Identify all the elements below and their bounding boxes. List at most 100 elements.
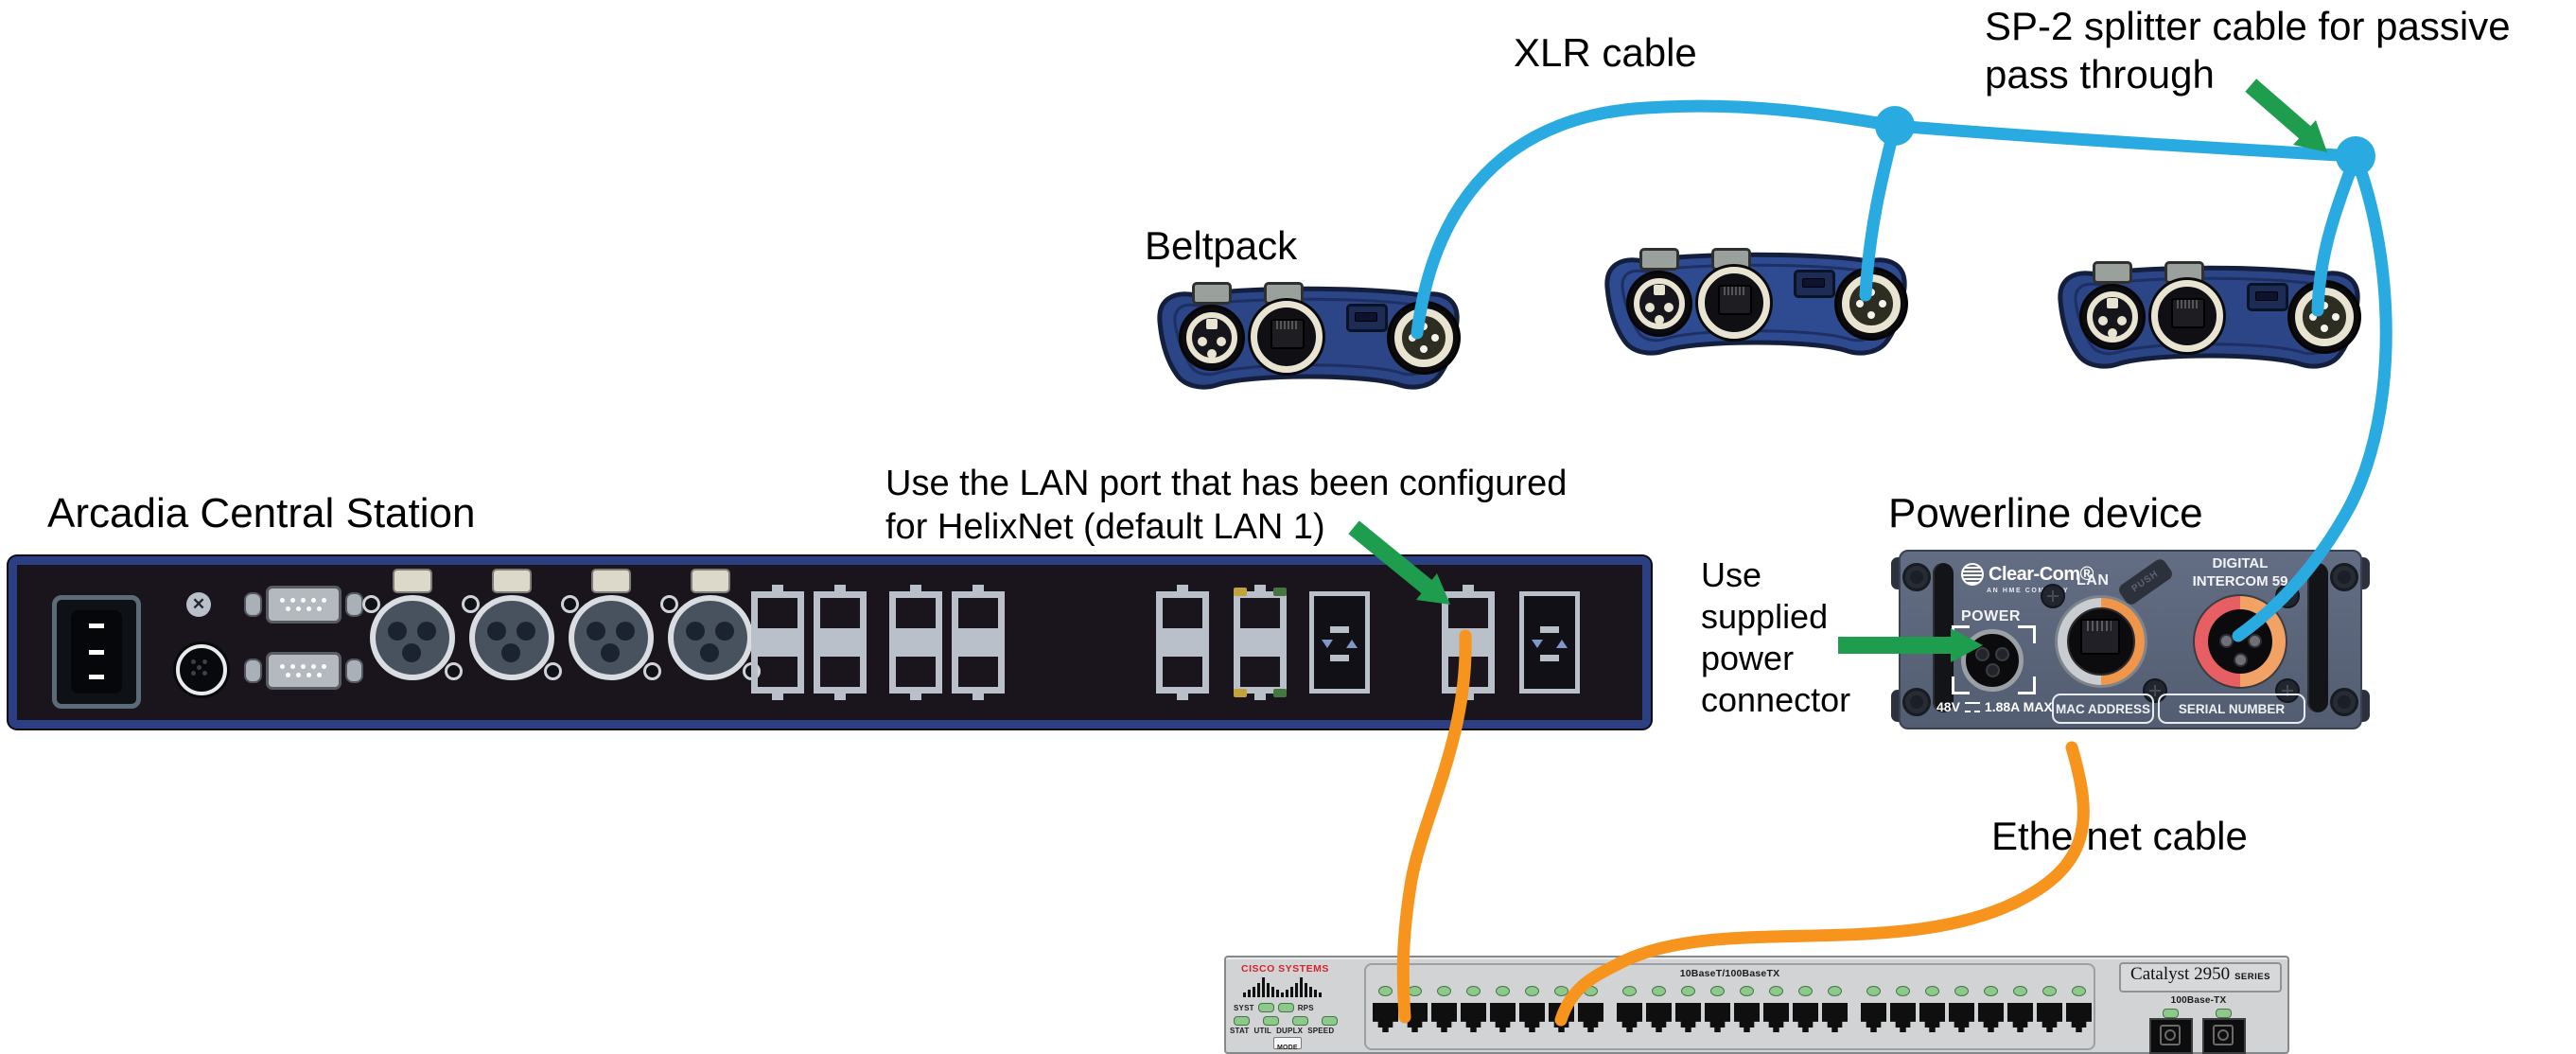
latch-tab xyxy=(2093,261,2132,284)
port-led xyxy=(1622,986,1637,996)
blue-cable-trunk xyxy=(1888,119,2362,163)
rj45-port-column xyxy=(814,591,867,694)
serial-port-db9 xyxy=(244,652,363,690)
port-led xyxy=(1769,986,1783,996)
ethernet-switch: CISCO SYSTEMS SYST RPS STAT UTIL DUPLX S xyxy=(1224,956,2289,1054)
rj45-port xyxy=(1645,986,1673,1032)
rj45-port xyxy=(1616,986,1643,1032)
port-led xyxy=(1496,986,1510,996)
beltpack-1 xyxy=(1150,282,1466,397)
serial-number-box: SERIAL NUMBER xyxy=(2158,694,2305,724)
rj45-port xyxy=(2006,986,2034,1032)
arrow-sp2-head xyxy=(2293,120,2327,152)
clearcom-company: AN HME COMPANY xyxy=(1987,588,2070,594)
sp2-splitter-label: SP-2 splitter cable for passive pass thr… xyxy=(1985,4,2522,97)
serial-port-db9 xyxy=(244,586,363,624)
rj45-port xyxy=(1577,986,1604,1032)
iec-power-inlet xyxy=(52,595,141,709)
port-led xyxy=(1408,986,1422,996)
rj45-port xyxy=(1792,986,1819,1032)
rj45-port-column xyxy=(889,591,942,694)
rps-led xyxy=(1277,1003,1294,1012)
uplink-led xyxy=(2163,1009,2179,1018)
lan-port-helixnet xyxy=(1442,591,1495,694)
port-led xyxy=(1954,986,1969,996)
rj45-port xyxy=(1704,986,1731,1032)
rj45-port-column xyxy=(751,591,804,694)
port-led xyxy=(1652,986,1666,996)
port-led xyxy=(1984,986,1998,996)
port-led xyxy=(1740,986,1754,996)
port-led xyxy=(1554,986,1568,996)
port-led xyxy=(1710,986,1725,996)
clearcom-logo: Clear-Com® xyxy=(1961,563,2094,586)
rj45-port xyxy=(1889,986,1917,1032)
beltpack-3 xyxy=(2051,261,2367,377)
port-group-2 xyxy=(1616,986,1849,1032)
cable-junction-dot xyxy=(1875,106,1915,146)
util-label: UTIL xyxy=(1253,1027,1272,1035)
port-led xyxy=(1896,986,1910,996)
clearcom-logo-icon xyxy=(1961,563,1984,586)
speed-label: SPEED xyxy=(1307,1027,1335,1035)
power-connector xyxy=(1961,629,2024,692)
port-led xyxy=(1437,986,1451,996)
beltpack-xlr-female-port xyxy=(2079,284,2146,350)
dc-symbol xyxy=(1964,701,1980,712)
cisco-logo-text: CISCO SYSTEMS xyxy=(1241,963,1329,975)
sfp-port xyxy=(1519,591,1580,694)
rps-label: RPS xyxy=(1297,1003,1314,1012)
rj45-port xyxy=(2065,986,2093,1032)
port-led xyxy=(1828,986,1842,996)
rj45-port xyxy=(1460,986,1487,1032)
mac-address-box: MAC ADDRESS xyxy=(2052,694,2154,724)
port-group-1 xyxy=(1372,986,1604,1032)
sfp-port xyxy=(1309,591,1370,694)
xlr-cable-label: XLR cable xyxy=(1514,30,1697,75)
beltpack-ethercon-port xyxy=(1698,267,1770,339)
rj45-port xyxy=(1430,986,1458,1032)
beltpack-ethercon-port xyxy=(1251,301,1323,373)
digital-intercom-xlr-connector xyxy=(2193,594,2287,689)
port-led xyxy=(2072,986,2086,996)
port-led xyxy=(2042,986,2057,996)
model-name: Catalyst 2950 xyxy=(2130,964,2231,984)
beltpack-usb-port xyxy=(1794,270,1835,298)
beltpack-xlr-female-port xyxy=(1179,305,1245,371)
din-connector xyxy=(176,644,227,695)
green-led xyxy=(1273,588,1287,596)
rj45-port xyxy=(1762,986,1790,1032)
catalyst-model-box: Catalyst 2950 SERIES xyxy=(2119,962,2282,993)
rj45-port xyxy=(1401,986,1428,1032)
beltpack-xlr-female-port xyxy=(1626,271,1692,337)
rj45-port xyxy=(1372,986,1399,1032)
rj45-port xyxy=(1733,986,1761,1032)
rj45-port-column xyxy=(1156,591,1209,694)
arcadia-central-station: ✕ xyxy=(9,556,1651,729)
lan-ethercon-connector xyxy=(2055,595,2147,688)
uplink-standard-label: 100Base-TX xyxy=(2170,995,2227,1006)
port-led xyxy=(1584,986,1598,996)
beltpack-ethercon-port xyxy=(2151,280,2223,352)
xlr-female-port xyxy=(660,565,761,680)
rj45-port-column xyxy=(952,591,1005,694)
beltpack-usb-port xyxy=(2247,283,2288,311)
rj45-port xyxy=(1674,986,1702,1032)
beltpack-xlr-male-port xyxy=(2287,280,2361,354)
rj45-port xyxy=(2036,986,2063,1032)
green-led xyxy=(1273,689,1287,697)
intercom-connector-label: DIGITAL INTERCOM 59 xyxy=(2192,555,2288,589)
rj45-port xyxy=(1489,986,1516,1032)
rj45-port xyxy=(1977,986,2005,1032)
uplink-port xyxy=(2149,1018,2193,1054)
xlr-female-port xyxy=(362,565,463,680)
model-series: SERIES xyxy=(2234,972,2270,982)
powerline-label: Powerline device xyxy=(1888,490,2203,536)
port-led xyxy=(1798,986,1813,996)
ports-standard-label: 10BaseT/100BaseTX xyxy=(1679,968,1780,979)
rj45-port xyxy=(1821,986,1849,1032)
rj45-port xyxy=(1919,986,1946,1032)
latch-tab xyxy=(1192,282,1232,305)
